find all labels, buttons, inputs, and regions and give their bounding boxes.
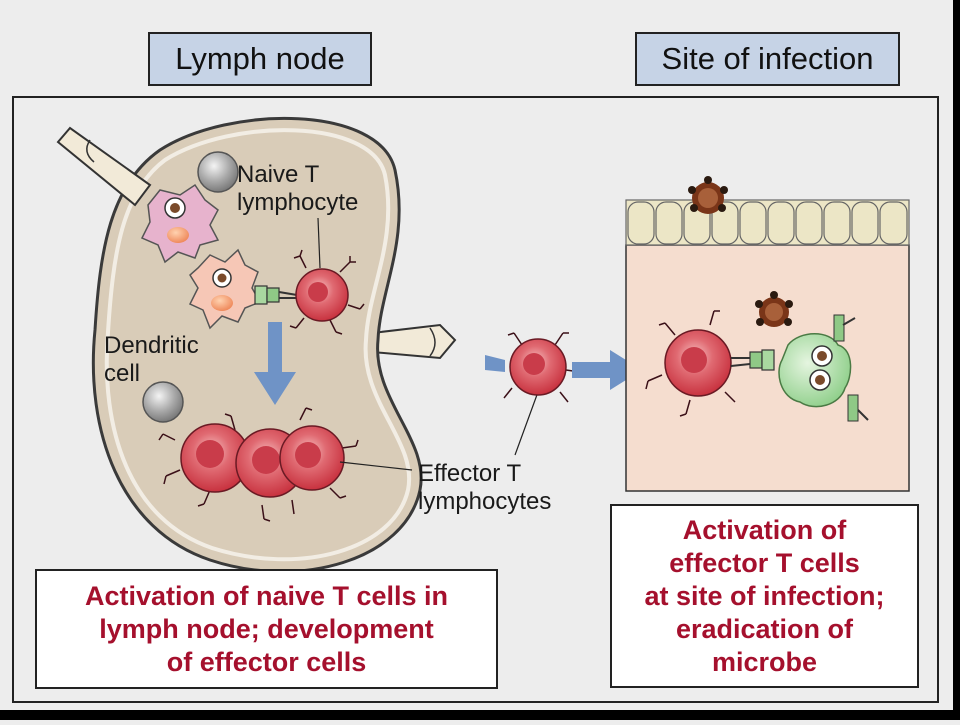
right-border: [953, 0, 960, 720]
homing-arrow: [572, 350, 642, 390]
leader-line: [339, 461, 413, 471]
label-naive-t-line: Naive T: [237, 161, 320, 188]
leader-line: [317, 217, 321, 269]
caption-line: Activation of: [682, 514, 847, 545]
title-site-of-infection: Site of infection: [635, 32, 900, 86]
microbe: [755, 291, 793, 327]
dendritic-cell-capturing: [140, 183, 220, 264]
naive-lymphocyte-grey: [142, 381, 184, 423]
label-naive-t-line: lymphocyte: [237, 189, 358, 216]
leader-line: [514, 391, 539, 456]
label-naive-t: Naive T lymphocyte: [237, 161, 358, 216]
circulating-effector-t-cell: [503, 332, 581, 403]
caption-site-of-infection: Activation of effector T cells at site o…: [610, 504, 919, 688]
caption-line: eradication of: [675, 613, 853, 644]
activation-arrow: [254, 322, 296, 405]
lymph-node-inner-rim: [104, 128, 412, 562]
caption-line: of effector cells: [166, 646, 367, 677]
label-effector-t: Effector T lymphocytes: [418, 460, 551, 515]
caption-line: Activation of naive T cells in: [84, 580, 449, 611]
label-effector-line: lymphocytes: [418, 488, 551, 515]
caption-line: lymph node; development: [99, 613, 434, 644]
dendritic-cell: [188, 248, 262, 330]
caption-lymph-node: Activation of naive T cells in lymph nod…: [35, 569, 498, 689]
afferent-lymphatic-vessel: [56, 126, 152, 207]
naive-lymphocyte-grey: [197, 151, 239, 193]
tissue-mhc-tcr-complex: [730, 349, 775, 371]
tissue-effector-t-cell: [645, 310, 736, 417]
caption-line: effector T cells: [669, 547, 860, 578]
microbe: [688, 176, 728, 214]
caption-line: microbe: [711, 646, 818, 677]
naive-t-lymphocyte: [289, 249, 365, 335]
mhc-tcr-complex: [254, 285, 298, 305]
label-dendritic-line: Dendritic: [104, 332, 199, 359]
bottom-border: [0, 710, 960, 720]
title-lymph-node: Lymph node: [148, 32, 372, 86]
label-dendritic-line: cell: [104, 360, 140, 387]
label-dendritic-cell: Dendritic cell: [104, 332, 205, 387]
epithelial-layer: [625, 199, 910, 246]
effector-t-cell-cluster: [158, 407, 359, 522]
infected-host-cell: [778, 314, 869, 422]
migration-arrow: [485, 355, 505, 372]
caption-line: at site of infection;: [644, 580, 885, 611]
label-effector-line: Effector T: [418, 460, 522, 487]
